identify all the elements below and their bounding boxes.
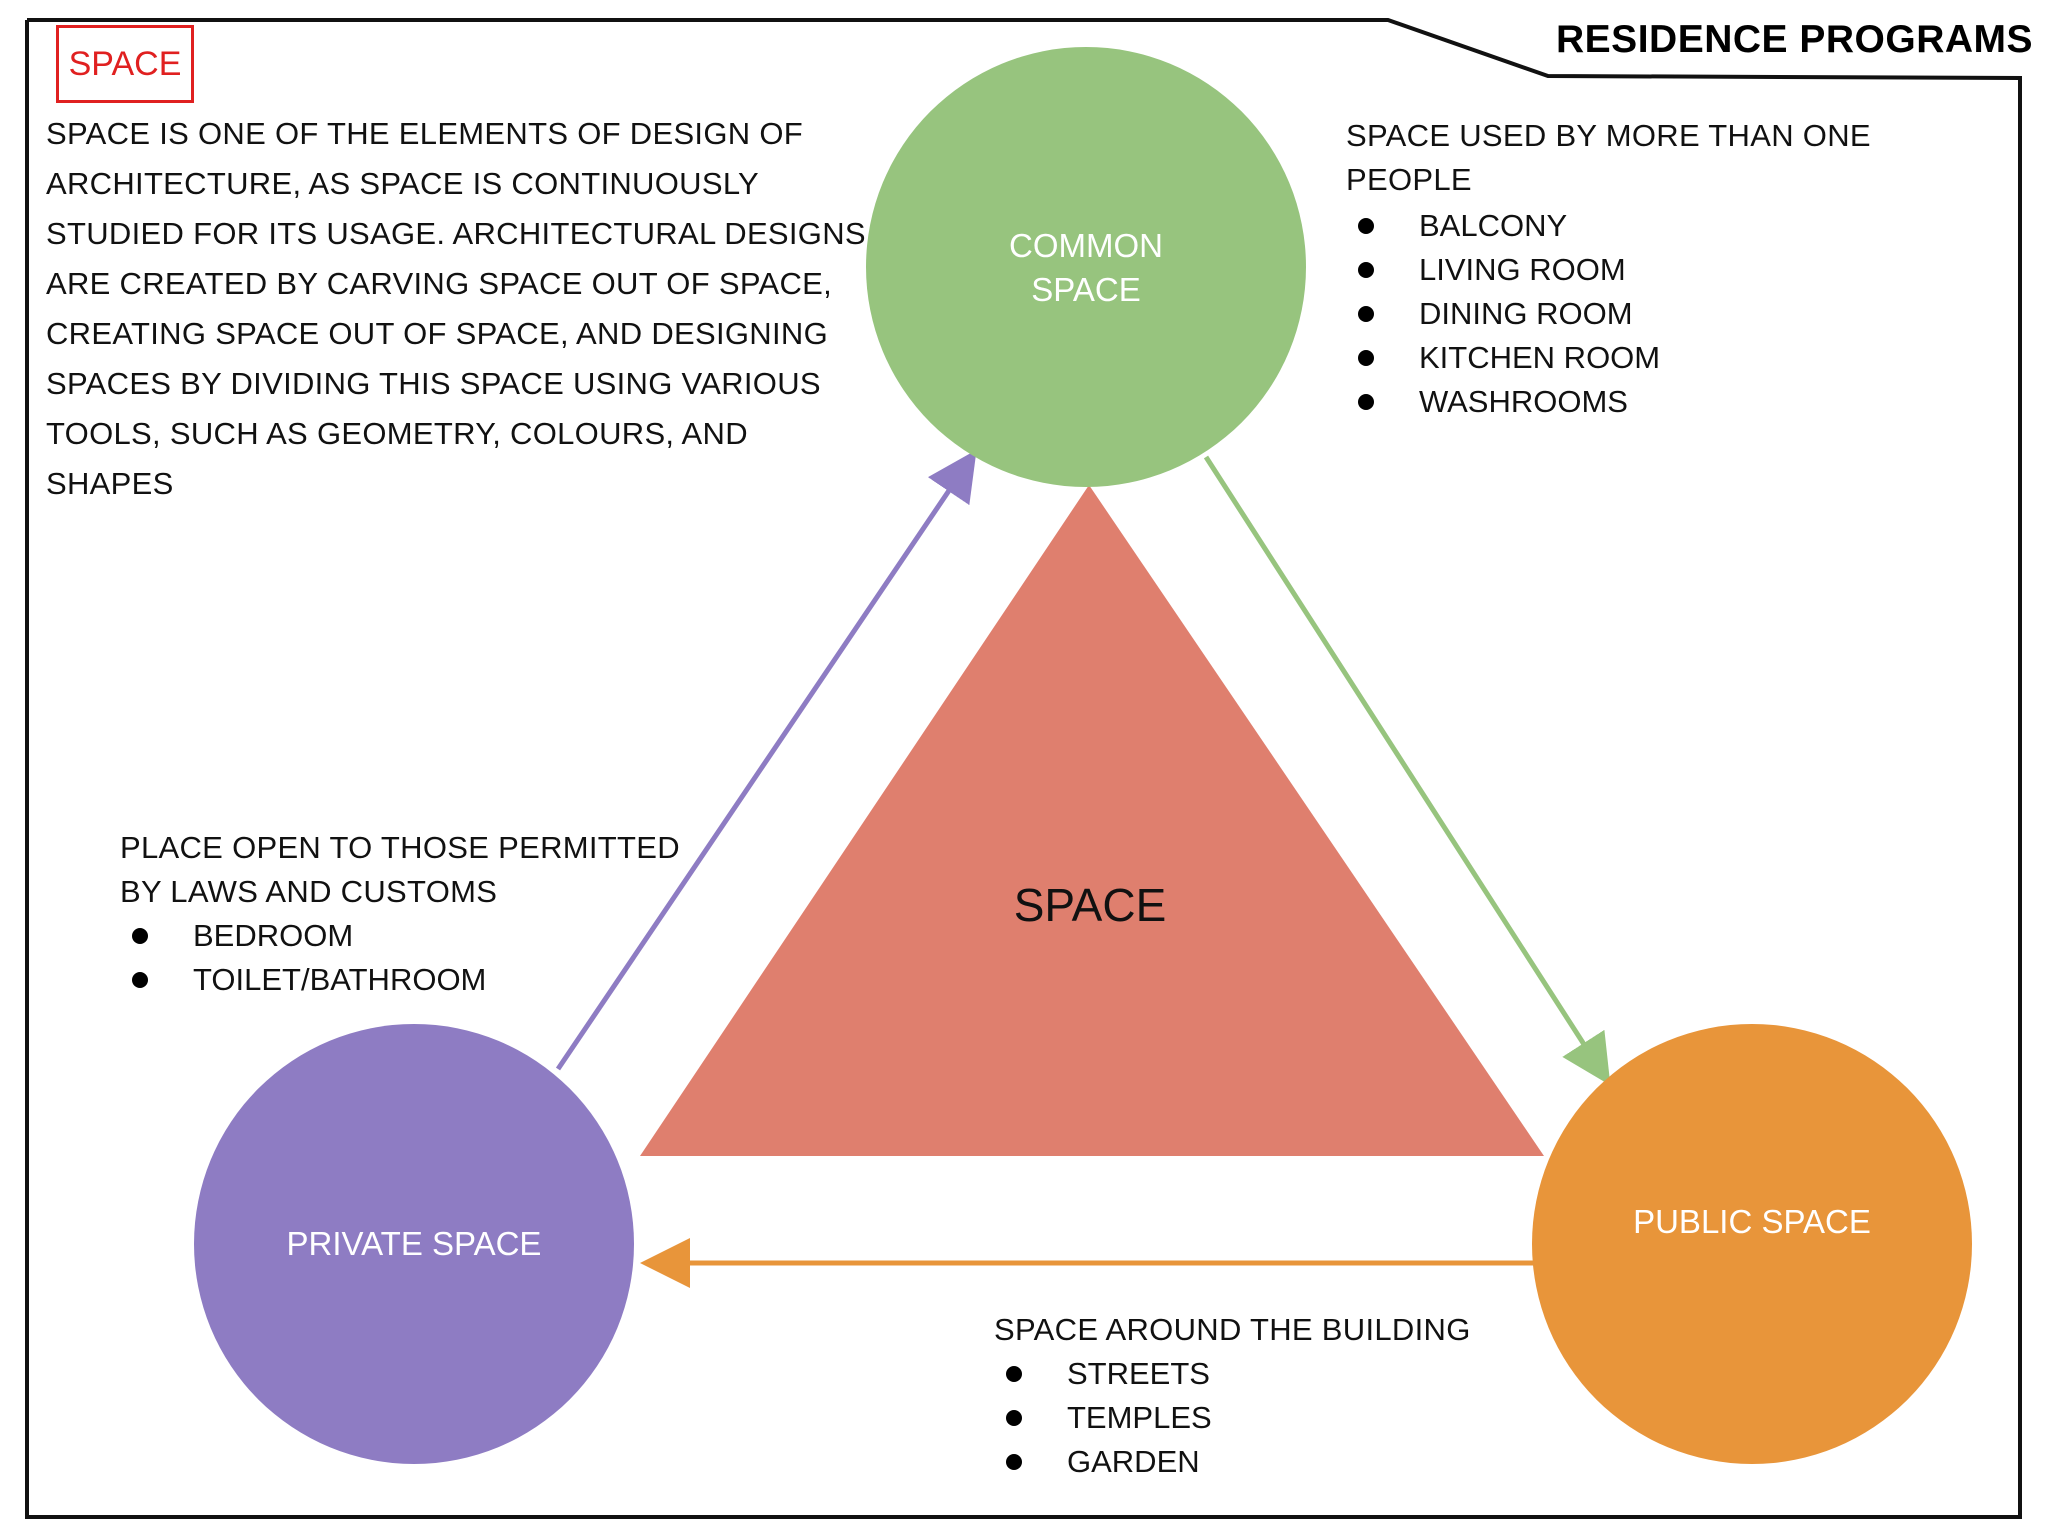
intro-line: ARE CREATED BY CARVING SPACE OUT OF SPAC… [46, 266, 833, 301]
common-label-line: SPACE [1031, 271, 1141, 308]
public-space-circle [1532, 1024, 1972, 1464]
page-title: RESIDENCE PROGRAMS [1556, 18, 2034, 61]
common-space-label: COMMON SPACE [936, 224, 1236, 312]
bullet-icon [1358, 350, 1374, 366]
bullet-icon [1006, 1366, 1022, 1382]
intro-line: CREATING SPACE OUT OF SPACE, AND DESIGNI… [46, 316, 828, 351]
common-space-circle [866, 47, 1306, 487]
list-item: TEMPLES [994, 1396, 1212, 1440]
intro-line: SHAPES [46, 466, 174, 501]
list-item: STREETS [994, 1352, 1212, 1396]
private-desc-line: BY LAWS AND CUSTOMS [120, 874, 498, 909]
bullet-icon [132, 972, 148, 988]
space-triangle [640, 485, 1544, 1156]
intro-line: STUDIED FOR ITS USAGE. ARCHITECTURAL DES… [46, 216, 866, 251]
bullet-icon [1358, 306, 1374, 322]
space-center-label: SPACE [1013, 879, 1167, 931]
private-space-label: PRIVATE SPACE [286, 1225, 542, 1262]
list-item: BALCONY [1346, 204, 1660, 248]
private-space-circle [194, 1024, 634, 1464]
bullet-icon [1006, 1410, 1022, 1426]
list-item: TOILET/BATHROOM [120, 958, 486, 1002]
public-space-label: PUBLIC SPACE [1633, 1203, 1871, 1240]
space-tag: SPACE [56, 25, 194, 103]
public-space-description: SPACE AROUND THE BUILDING [994, 1308, 1471, 1352]
intro-paragraph: SPACE IS ONE OF THE ELEMENTS OF DESIGN O… [46, 109, 866, 509]
arrow-common-to-public [1203, 455, 1611, 1086]
public-desc-line: SPACE AROUND THE BUILDING [994, 1312, 1471, 1347]
list-item: KITCHEN ROOM [1346, 336, 1660, 380]
bullet-icon [1358, 218, 1374, 234]
arrow-private-to-common [555, 449, 977, 1071]
common-desc-line: SPACE USED BY MORE THAN ONE [1346, 118, 1871, 153]
intro-line: TOOLS, SUCH AS GEOMETRY, COLOURS, AND [46, 416, 748, 451]
common-space-description: SPACE USED BY MORE THAN ONE PEOPLE [1346, 114, 1871, 202]
bullet-icon [1006, 1454, 1022, 1470]
list-item: DINING ROOM [1346, 292, 1660, 336]
list-item: LIVING ROOM [1346, 248, 1660, 292]
common-space-list: BALCONY LIVING ROOM DINING ROOM KITCHEN … [1346, 204, 1660, 424]
intro-line: SPACE IS ONE OF THE ELEMENTS OF DESIGN O… [46, 116, 803, 151]
bullet-icon [132, 928, 148, 944]
private-desc-line: PLACE OPEN TO THOSE PERMITTED [120, 830, 680, 865]
public-space-list: STREETS TEMPLES GARDEN [994, 1352, 1212, 1484]
intro-line: ARCHITECTURE, AS SPACE IS CONTINUOUSLY [46, 166, 760, 201]
list-item: GARDEN [994, 1440, 1212, 1484]
common-label-line: COMMON [1009, 227, 1163, 264]
common-desc-line: PEOPLE [1346, 162, 1472, 197]
private-space-description: PLACE OPEN TO THOSE PERMITTED BY LAWS AN… [120, 826, 680, 914]
list-item: BEDROOM [120, 914, 486, 958]
bullet-icon [1358, 262, 1374, 278]
bullet-icon [1358, 394, 1374, 410]
list-item: WASHROOMS [1346, 380, 1660, 424]
private-space-list: BEDROOM TOILET/BATHROOM [120, 914, 486, 1002]
intro-line: SPACES BY DIVIDING THIS SPACE USING VARI… [46, 366, 821, 401]
frame-border [25, 18, 2022, 1519]
